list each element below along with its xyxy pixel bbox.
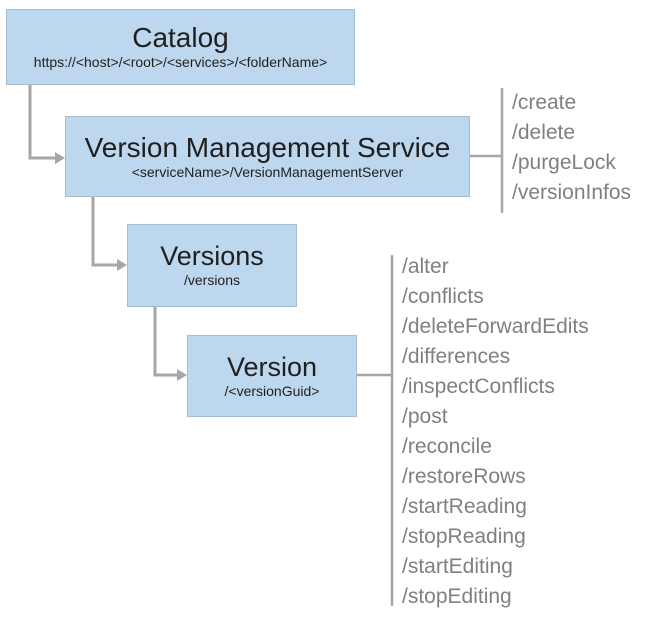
node-version-path: /<versionGuid> bbox=[224, 382, 320, 399]
operation-item: /versionInfos bbox=[512, 181, 632, 204]
operation-item: /create bbox=[512, 91, 577, 114]
arrowhead-icon bbox=[55, 152, 65, 164]
operation-item: /purgeLock bbox=[512, 151, 616, 174]
node-versions: Versions /versions bbox=[127, 224, 297, 307]
operation-item: /stopEditing bbox=[402, 585, 512, 608]
version-operations-list: /alter /conflicts /deleteForwardEdits /d… bbox=[402, 252, 589, 612]
operation-item: /differences bbox=[402, 345, 511, 368]
connector-vms-to-versions bbox=[91, 197, 117, 267]
node-version: Version /<versionGuid> bbox=[187, 335, 357, 417]
operation-item: /stopReading bbox=[402, 525, 526, 548]
arrowhead-icon bbox=[177, 369, 187, 381]
operation-item: /post bbox=[402, 405, 448, 428]
operation-item: /delete bbox=[512, 121, 576, 144]
node-vms-path: <serviceName>/VersionManagementServer bbox=[131, 163, 404, 180]
connector-catalog-to-vms bbox=[28, 85, 55, 160]
node-version-title: Version bbox=[226, 351, 318, 382]
node-version-management-service: Version Management Service <serviceName>… bbox=[65, 116, 470, 197]
operation-item: /inspectConflicts bbox=[402, 375, 555, 398]
node-catalog-title: Catalog bbox=[132, 22, 229, 54]
connector-versions-to-version bbox=[153, 307, 177, 377]
arrowhead-icon bbox=[117, 259, 127, 271]
node-catalog-url: https://<host>/<root>/<services>/<folder… bbox=[33, 54, 328, 71]
node-catalog: Catalog https://<host>/<root>/<services>… bbox=[6, 9, 355, 85]
operation-item: /deleteForwardEdits bbox=[402, 315, 589, 338]
node-versions-path: /versions bbox=[183, 272, 241, 289]
node-vms-title: Version Management Service bbox=[84, 131, 451, 163]
node-versions-title: Versions bbox=[160, 241, 264, 272]
vms-operations-list: /create /delete /purgeLock /versionInfos bbox=[512, 88, 631, 208]
operation-item: /startReading bbox=[402, 495, 527, 518]
operation-item: /alter bbox=[402, 255, 449, 278]
operation-item: /conflicts bbox=[402, 285, 484, 308]
operation-item: /restoreRows bbox=[402, 465, 526, 488]
operation-item: /reconcile bbox=[402, 435, 492, 458]
operation-item: /startEditing bbox=[402, 555, 513, 578]
